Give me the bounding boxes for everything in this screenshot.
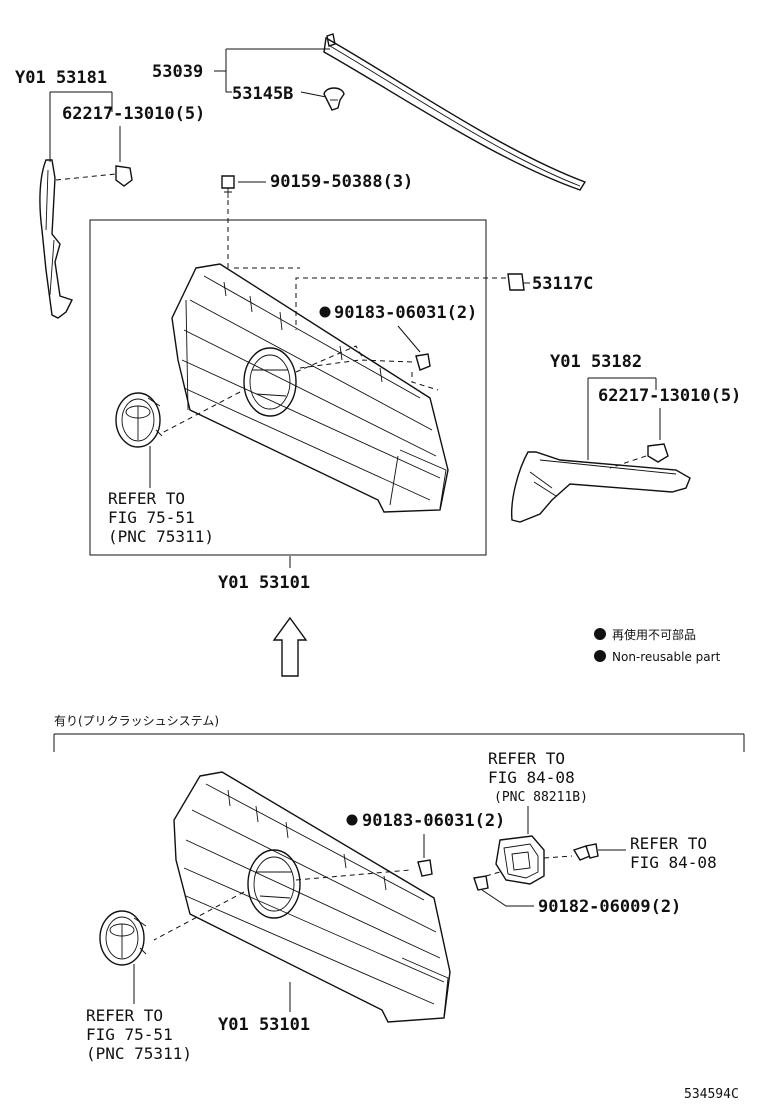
label-y01-53182[interactable]: Y01 53182: [550, 352, 642, 372]
refer-fig-text[interactable]: FIG 84-08: [630, 853, 717, 872]
bottom-grille-53101: [153, 771, 451, 1023]
refer-fig-84-08-bolt: REFER TO FIG 84-08: [598, 834, 717, 872]
refer-fig-75-51-bottom: REFER TO FIG 75-51 (PNC 75311): [86, 964, 192, 1063]
clip-62217-right-icon: [609, 443, 669, 469]
callout-53039: 53039 53145B: [152, 48, 330, 104]
callout-90183-top: 90183-06031(2): [299, 303, 477, 391]
toyota-emblem-top-icon: [115, 392, 163, 448]
callout-53117c: 53117C: [234, 267, 593, 330]
top-frame-box: [89, 219, 487, 556]
refer-pnc-text[interactable]: (PNC 75311): [86, 1044, 192, 1063]
refer-to-text[interactable]: REFER TO: [488, 749, 565, 768]
refer-to-text[interactable]: REFER TO: [108, 489, 185, 508]
nut-90182-icon: [473, 875, 489, 891]
bolt-icon: [572, 843, 599, 861]
bottom-grille-label: Y01 53101: [218, 982, 310, 1035]
clip-62217-left-icon: [55, 165, 133, 187]
clip-53145b-icon: [323, 87, 345, 111]
top-grille-53101: [159, 263, 449, 513]
callout-90182: 90182-06009(2): [481, 889, 681, 917]
refer-to-text[interactable]: REFER TO: [630, 834, 707, 853]
top-grille-label: Y01 53101: [218, 556, 310, 593]
callout-y01-53182: Y01 53182 62217-13010(5): [550, 352, 741, 460]
label-y01-53101-bottom[interactable]: Y01 53101: [218, 1015, 310, 1035]
refer-pnc-text[interactable]: (PNC 75311): [108, 527, 214, 546]
refer-fig-84-08-sensor: REFER TO FIG 84-08 (PNC 88211B): [488, 749, 588, 834]
refer-fig-text[interactable]: FIG 75-51: [86, 1025, 173, 1044]
refer-pnc-text[interactable]: (PNC 88211B): [494, 790, 588, 805]
toyota-emblem-bottom-icon: [99, 910, 147, 966]
callout-y01-53181: Y01 53181 62217-13010(5): [15, 68, 205, 162]
label-53145b[interactable]: 53145B: [232, 84, 293, 104]
left-garnish-53181: [39, 159, 73, 319]
option-label: 有り(プリクラッシュシステム): [54, 714, 219, 728]
label-62217-right[interactable]: 62217-13010(5): [598, 386, 741, 406]
legend-en: Non-reusable part: [612, 650, 721, 664]
label-53117c[interactable]: 53117C: [532, 274, 593, 294]
label-90159[interactable]: 90159-50388(3): [270, 172, 413, 192]
label-90182[interactable]: 90182-06009(2): [538, 897, 681, 917]
option-bracket: [53, 733, 745, 752]
upper-molding-53039: [323, 33, 587, 191]
right-garnish-53182: [510, 451, 691, 523]
refer-fig-text[interactable]: FIG 75-51: [108, 508, 195, 527]
label-62217-left[interactable]: 62217-13010(5): [62, 104, 205, 124]
label-90183-top[interactable]: 90183-06031(2): [334, 303, 477, 323]
legend: 再使用不可部品 Non-reusable part: [594, 627, 721, 664]
callout-90183-bottom: 90183-06031(2): [346, 811, 505, 877]
callout-90159: 90159-50388(3): [221, 172, 413, 268]
up-arrow-icon: [272, 616, 308, 677]
legend-jp: 再使用不可部品: [612, 627, 696, 642]
refer-fig-text[interactable]: FIG 84-08: [488, 768, 575, 787]
pre-crash-sensor-icon: [485, 835, 573, 885]
refer-to-text[interactable]: REFER TO: [86, 1006, 163, 1025]
label-90183-bottom[interactable]: 90183-06031(2): [362, 811, 505, 831]
label-y01-53101-top[interactable]: Y01 53101: [218, 573, 310, 593]
diagram-id: 534594C: [684, 1087, 739, 1102]
refer-fig-75-51-top: REFER TO FIG 75-51 (PNC 75311): [108, 446, 214, 546]
label-y01-53181[interactable]: Y01 53181: [15, 68, 107, 88]
label-53039[interactable]: 53039: [152, 62, 203, 82]
